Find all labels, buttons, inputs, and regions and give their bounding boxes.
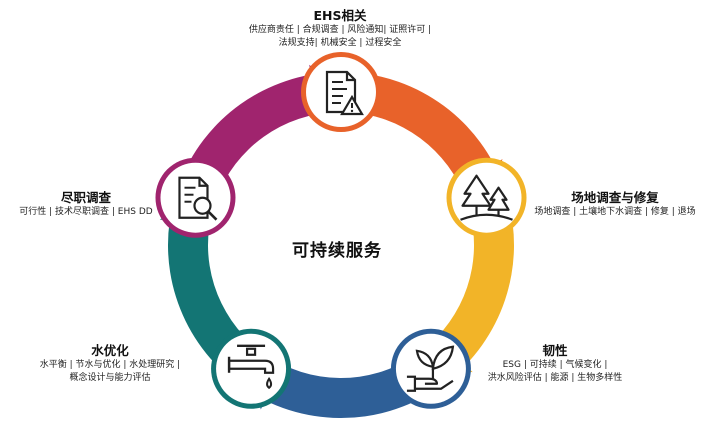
center-title: 可持续服务 [292, 241, 382, 261]
label-resilience-line-2: 洪水风险评估 | 能源 | 生物多样性 [487, 373, 623, 383]
label-ehs-line-2: 法规支持| 机械安全 | 过程安全 [278, 38, 402, 48]
label-resilience-line-1: ESG | 可持续 | 气候变化 | [502, 360, 608, 370]
label-resilience: 韧性 ESG | 可持续 | 气候变化 | 洪水风险评估 | 能源 | 生物多样… [460, 343, 650, 385]
label-site-line-1: 场地调查 | 土壤地下水调查 | 修复 | 退场 [534, 207, 696, 217]
label-site-title: 场地调查与修复 [571, 190, 659, 205]
label-water: 水优化 水平衡 | 节水与优化 | 水处理研究 | 概念设计与能力评估 [10, 343, 210, 385]
hand-plant-icon [406, 345, 455, 392]
label-ehs-title: EHS相关 [313, 8, 367, 23]
node-disc-resilience [395, 333, 466, 404]
document-search-icon [178, 176, 218, 221]
label-dd-line-1: 可行性 | 技术尽职调查 | EHS DD [19, 207, 153, 217]
label-dd: 尽职调查 可行性 | 技术尽职调查 | EHS DD [0, 190, 172, 219]
label-water-line-2: 概念设计与能力评估 [69, 373, 151, 383]
label-dd-title: 尽职调查 [60, 190, 111, 205]
label-site: 场地调查与修复 场地调查 | 土壤地下水调查 | 修复 | 退场 [520, 190, 710, 219]
label-ehs: EHS相关 供应商责任 | 合规调查 | 风险通知| 证照许可 | 法规支持| … [215, 8, 465, 50]
node-disc-ehs [306, 57, 376, 127]
node-disc-site [451, 162, 522, 233]
water-tap-icon [227, 344, 275, 390]
label-ehs-line-1: 供应商责任 | 合规调查 | 风险通知| 证照许可 | [248, 25, 432, 35]
trees-icon [460, 174, 513, 221]
label-water-title: 水优化 [91, 343, 129, 358]
document-warning-icon [325, 70, 364, 116]
label-water-line-1: 水平衡 | 节水与优化 | 水处理研究 | [39, 360, 181, 370]
label-resilience-title: 韧性 [542, 343, 568, 358]
